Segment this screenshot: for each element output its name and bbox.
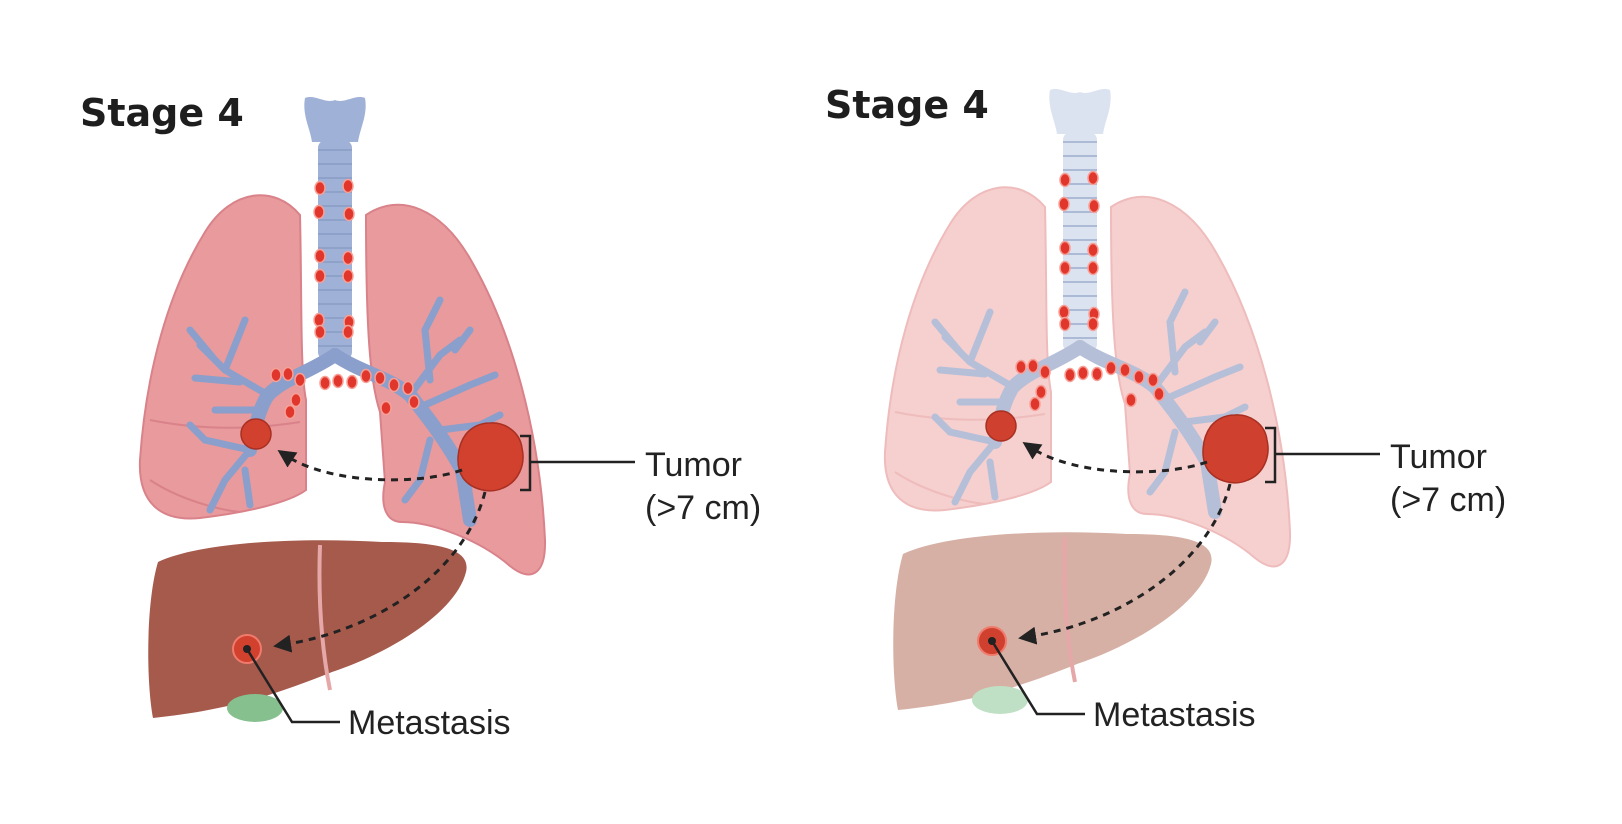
tumor-label: Tumor: [645, 446, 742, 484]
lymph-node: [343, 206, 355, 222]
lymph-node: [408, 394, 420, 410]
lymph-node: [1087, 170, 1099, 186]
lymph-node: [388, 377, 400, 393]
lymph-node: [1087, 242, 1099, 258]
primary-small-nodule: [985, 410, 1017, 442]
metastasis-leader: [990, 640, 1085, 716]
lymph-node: [1027, 358, 1039, 374]
spread-arrow-liver: [273, 491, 487, 653]
primary-small-nodule: [240, 418, 272, 450]
primary-tumor: [1202, 414, 1269, 484]
lymph-node: [1059, 172, 1071, 188]
lymph-node: [1015, 359, 1027, 375]
lymph-node: [1059, 316, 1071, 332]
lymph-node: [342, 250, 354, 266]
left-lung: [138, 194, 307, 520]
lymph-node: [374, 370, 386, 386]
spread-arrow-lung: [277, 450, 463, 482]
lymph-node: [332, 373, 344, 389]
lymph-node: [314, 248, 326, 264]
lymph-node: [314, 180, 326, 196]
tumor-label: Tumor: [1390, 438, 1487, 476]
gallbladder: [972, 686, 1028, 714]
tumor-bracket: [1265, 426, 1380, 484]
lymph-node: [1088, 198, 1100, 214]
lymph-node: [314, 268, 326, 284]
lung-fissure: [894, 411, 1046, 505]
lymph-node: [1087, 260, 1099, 276]
tumor-size-label: (>7 cm): [645, 489, 761, 527]
lymph-node: [319, 375, 331, 391]
stage-title: Stage 4: [825, 83, 989, 127]
lymph-node: [1087, 316, 1099, 332]
lymph-node: [1133, 369, 1145, 385]
tumor-size-label: (>7 cm): [1390, 481, 1506, 519]
metastasis-label: Metastasis: [1093, 696, 1256, 734]
left-lung: [883, 186, 1052, 512]
metastasis-leader: [245, 648, 340, 724]
lymph-node: [380, 400, 392, 416]
tumor-bracket: [520, 434, 635, 492]
lymph-node: [342, 178, 354, 194]
stage-title: Stage 4: [80, 91, 244, 135]
lymph-node: [1035, 384, 1047, 400]
liver: [148, 540, 467, 718]
larynx: [304, 97, 366, 142]
gallbladder: [227, 694, 283, 722]
lymph-node: [342, 324, 354, 340]
lymph-node: [1119, 362, 1131, 378]
lymph-node: [1064, 367, 1076, 383]
lymph-node: [294, 372, 306, 388]
lymph-node: [313, 204, 325, 220]
falciform-ligament: [1062, 536, 1077, 683]
spread-arrow-lung: [1022, 442, 1208, 474]
lymph-node: [1039, 364, 1051, 380]
lymph-node: [1058, 196, 1070, 212]
lymph-node: [1105, 360, 1117, 376]
lymph-node: [342, 268, 354, 284]
lymph-node: [1058, 304, 1070, 320]
lung-fissure: [149, 419, 301, 513]
lymph-node: [1147, 372, 1159, 388]
panel-faded: Stage 4 Tumor (>7 cm) Metastasis: [825, 83, 1506, 734]
primary-tumor: [457, 422, 524, 492]
falciform-ligament: [317, 544, 332, 691]
panel-original: Stage 4 Tumor (>7 cm) Metastasis: [80, 91, 761, 742]
lymph-node: [346, 374, 358, 390]
lymph-node: [1077, 365, 1089, 381]
lymph-node: [1125, 392, 1137, 408]
lymph-node: [313, 312, 325, 328]
lymph-node: [290, 392, 302, 408]
metastasis-label: Metastasis: [348, 704, 511, 742]
lymph-node: [1153, 386, 1165, 402]
lymph-node: [1091, 366, 1103, 382]
liver: [893, 532, 1212, 710]
lymph-node: [1059, 240, 1071, 256]
larynx: [1049, 89, 1111, 134]
lymph-node: [314, 324, 326, 340]
lymph-node: [1029, 396, 1041, 412]
lymph-node: [360, 368, 372, 384]
lymph-node: [270, 367, 282, 383]
lymph-node: [282, 366, 294, 382]
lymph-node: [1059, 260, 1071, 276]
lymph-node: [284, 404, 296, 420]
spread-arrow-liver: [1018, 483, 1232, 645]
lymph-node: [402, 380, 414, 396]
